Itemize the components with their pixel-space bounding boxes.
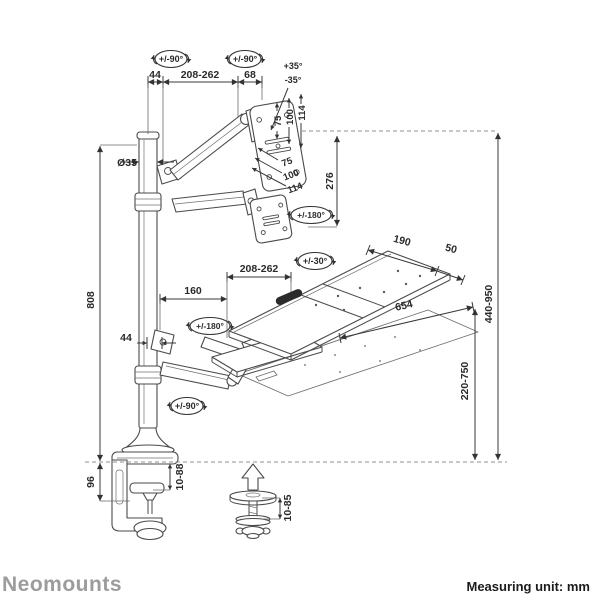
dim-tray-arm-length: 160 (184, 285, 202, 297)
dim-offset-bottom: 44 (120, 332, 132, 344)
dim-vesa-h-100: 100 (282, 167, 301, 183)
measuring-unit-note: Measuring unit: mm (466, 579, 590, 594)
dim-platform-depth: 190 (392, 233, 412, 249)
mount-drawing (111, 100, 479, 541)
dim-platform-width: 654 (394, 298, 414, 314)
arm-lowered-position (171, 188, 293, 244)
tilt-up-label: +35° (284, 61, 303, 71)
dim-tray-height: 220-750 (459, 362, 471, 401)
dim-vesa-h-114: 114 (286, 180, 305, 196)
vesa-plate (249, 100, 307, 192)
dim-vesa-v-100: 100 (285, 109, 296, 125)
dim-clamp-height: 96 (85, 476, 97, 488)
dim-grommet-range: 10-85 (282, 494, 294, 521)
dim-clamp-range: 10-88 (174, 463, 186, 490)
rotation-indicator-vesa (286, 205, 336, 225)
tray-rotation-label: +/-180° (196, 321, 224, 331)
dim-vesa-v-75: 75 (273, 115, 284, 126)
head-swivel-label: +/-90° (233, 54, 258, 64)
rotation-indicator-lower-arm (166, 396, 208, 416)
vesa-rotation-label: +/-180° (297, 210, 325, 220)
tray-tilt-label: +/-30° (303, 256, 328, 266)
tray-handle (275, 289, 303, 305)
dimension-labels: +/-90° +/-90° +35° -35° 44 208-262 68 75… (85, 54, 495, 521)
dim-platform-edge: 50 (444, 242, 459, 257)
dim-head-drop: 276 (324, 172, 336, 190)
dim-pole-diameter: Ø35 (117, 157, 137, 169)
pole-collar-lower (134, 365, 162, 385)
dim-arm-reach: 208-262 (181, 69, 220, 81)
vesa-plate-small (249, 194, 293, 244)
mounting-pole (121, 131, 175, 456)
lower-arm-swivel-label: +/-90° (175, 401, 200, 411)
dim-work-height: 440-950 (483, 285, 495, 324)
desk-clamp (111, 451, 179, 541)
pole-swivel-label: +/-90° (159, 54, 184, 64)
dim-vesa-h-75: 75 (280, 155, 294, 169)
tilt-down-label: -35° (285, 75, 302, 85)
rotation-indicator-head-swivel (224, 49, 266, 69)
rotation-indicator-pole-swivel (150, 49, 192, 69)
dimension-annotations (85, 49, 507, 520)
rotation-indicator-tray-rotate (185, 316, 235, 336)
clamp-jaw (129, 482, 165, 494)
rotation-indicator-tray-tilt (293, 251, 337, 271)
grommet-pole-arrow (241, 463, 265, 491)
dim-vesa-v-114: 114 (297, 105, 308, 121)
brand-logo: Neomounts (2, 573, 122, 596)
pole-collar-upper (134, 192, 162, 212)
dim-head-offset: 68 (244, 69, 256, 81)
grommet-mount (229, 463, 277, 540)
dim-pole-height: 808 (85, 291, 97, 309)
dim-tray-reach: 208-262 (240, 263, 279, 275)
dim-offset-top: 44 (149, 69, 161, 81)
gas-spring-arm (169, 113, 251, 181)
